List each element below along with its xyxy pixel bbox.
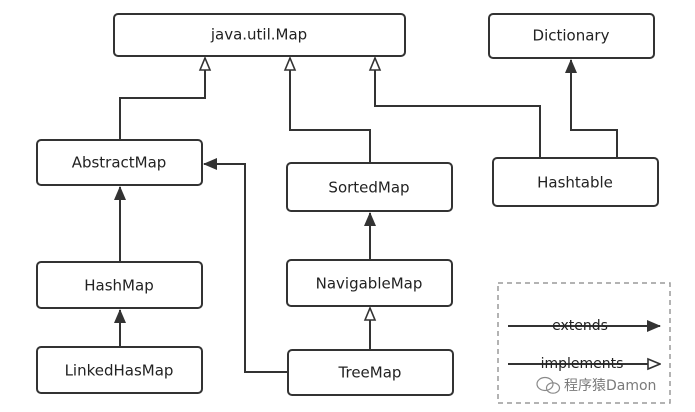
node-abstractmap: AbstractMap: [36, 139, 203, 186]
edge-treemap-extends-abstractmap: [203, 158, 288, 373]
node-label: Hashtable: [537, 174, 613, 192]
node-java-util-map: java.util.Map: [113, 13, 406, 57]
legend-frame: [497, 282, 671, 404]
legend-implements-label: implements: [541, 356, 624, 372]
wechat-icon: [536, 376, 561, 394]
node-hashmap: HashMap: [36, 261, 203, 309]
node-sortedmap: SortedMap: [286, 162, 453, 212]
node-label: AbstractMap: [72, 154, 167, 172]
edge-abstractmap-implements-map: [119, 58, 205, 140]
watermark: 程序猿Damon: [536, 376, 656, 394]
edge-hashtable-extends-dictionary: [565, 59, 618, 158]
node-label: LinkedHasMap: [65, 362, 174, 380]
node-navigablemap: NavigableMap: [286, 259, 453, 307]
watermark-text: 程序猿Damon: [564, 378, 656, 394]
node-treemap: TreeMap: [287, 349, 454, 396]
node-dictionary: Dictionary: [488, 13, 655, 59]
node-label: TreeMap: [338, 364, 402, 382]
node-hashtable: Hashtable: [492, 157, 659, 207]
edge-sortedmap-implements-map: [290, 58, 371, 163]
node-label: HashMap: [84, 277, 153, 295]
node-label: Dictionary: [533, 27, 610, 45]
node-label: NavigableMap: [316, 275, 423, 293]
node-linkedhasmap: LinkedHasMap: [36, 346, 203, 394]
legend-extends-label: extends: [552, 318, 608, 334]
legend: extends implements: [497, 282, 671, 404]
edge-hashtable-implements-map: [375, 58, 541, 158]
node-label: java.util.Map: [210, 26, 307, 44]
node-label: SortedMap: [328, 179, 409, 197]
